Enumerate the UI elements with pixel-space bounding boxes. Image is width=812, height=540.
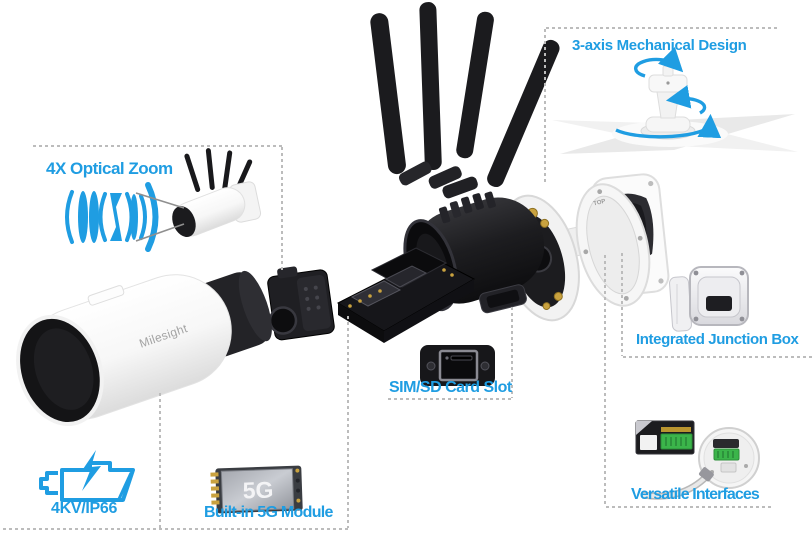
mechanical-design-label: 3-axis Mechanical Design: [572, 37, 747, 54]
assembly-sim-tray: [479, 284, 527, 314]
sim-slot-bottom-line: [388, 398, 513, 400]
interfaces-leader-line: [604, 255, 606, 506]
surge-protection-label: 4KV/IP66: [51, 500, 118, 517]
module-5g-leader-line: [347, 316, 349, 528]
assembly-lens-module: [267, 266, 335, 341]
junction-box-label: Integrated Junction Box: [636, 331, 799, 348]
interface-base-image: [635, 420, 760, 500]
assembly-pcb: [336, 247, 476, 343]
mechanical-region-left-line: [544, 29, 546, 185]
assembly-hood: Milesight: [16, 274, 232, 427]
sim-slot-label: SIM/SD Card Slot: [389, 379, 512, 396]
junction-box-image: [669, 266, 749, 332]
surge-leader-line: [159, 393, 161, 528]
interfaces-bottom-line: [606, 506, 772, 508]
rotation-axes-icon: [552, 46, 798, 154]
module-5g-label: Built-in 5G Module: [204, 504, 333, 521]
antenna-array: [370, 2, 560, 199]
junction-box-bottom-line: [623, 356, 812, 358]
optical-zoom-region-top-line: [33, 145, 283, 147]
lens-elements-icon: [65, 182, 159, 252]
junction-box-leader-line: [621, 253, 623, 356]
surge-camera-icon: [39, 450, 135, 502]
optical-zoom-region-right-line: [281, 147, 283, 273]
mini-camera: [172, 148, 262, 237]
module-5g-image: 5G: [210, 465, 303, 514]
mount-top-marking: TOP: [593, 199, 606, 208]
optical-zoom-label: 4X Optical Zoom: [46, 159, 173, 178]
card-slot-image: [420, 345, 495, 386]
chip-5g-text: 5G: [242, 476, 274, 503]
sim-slot-leader-line: [511, 307, 513, 398]
mechanical-region-top-line: [546, 27, 779, 29]
bottom-region-line: [3, 528, 349, 530]
lens-leader-lines: [135, 192, 185, 242]
interfaces-label: Versatile Interfaces: [631, 486, 760, 503]
